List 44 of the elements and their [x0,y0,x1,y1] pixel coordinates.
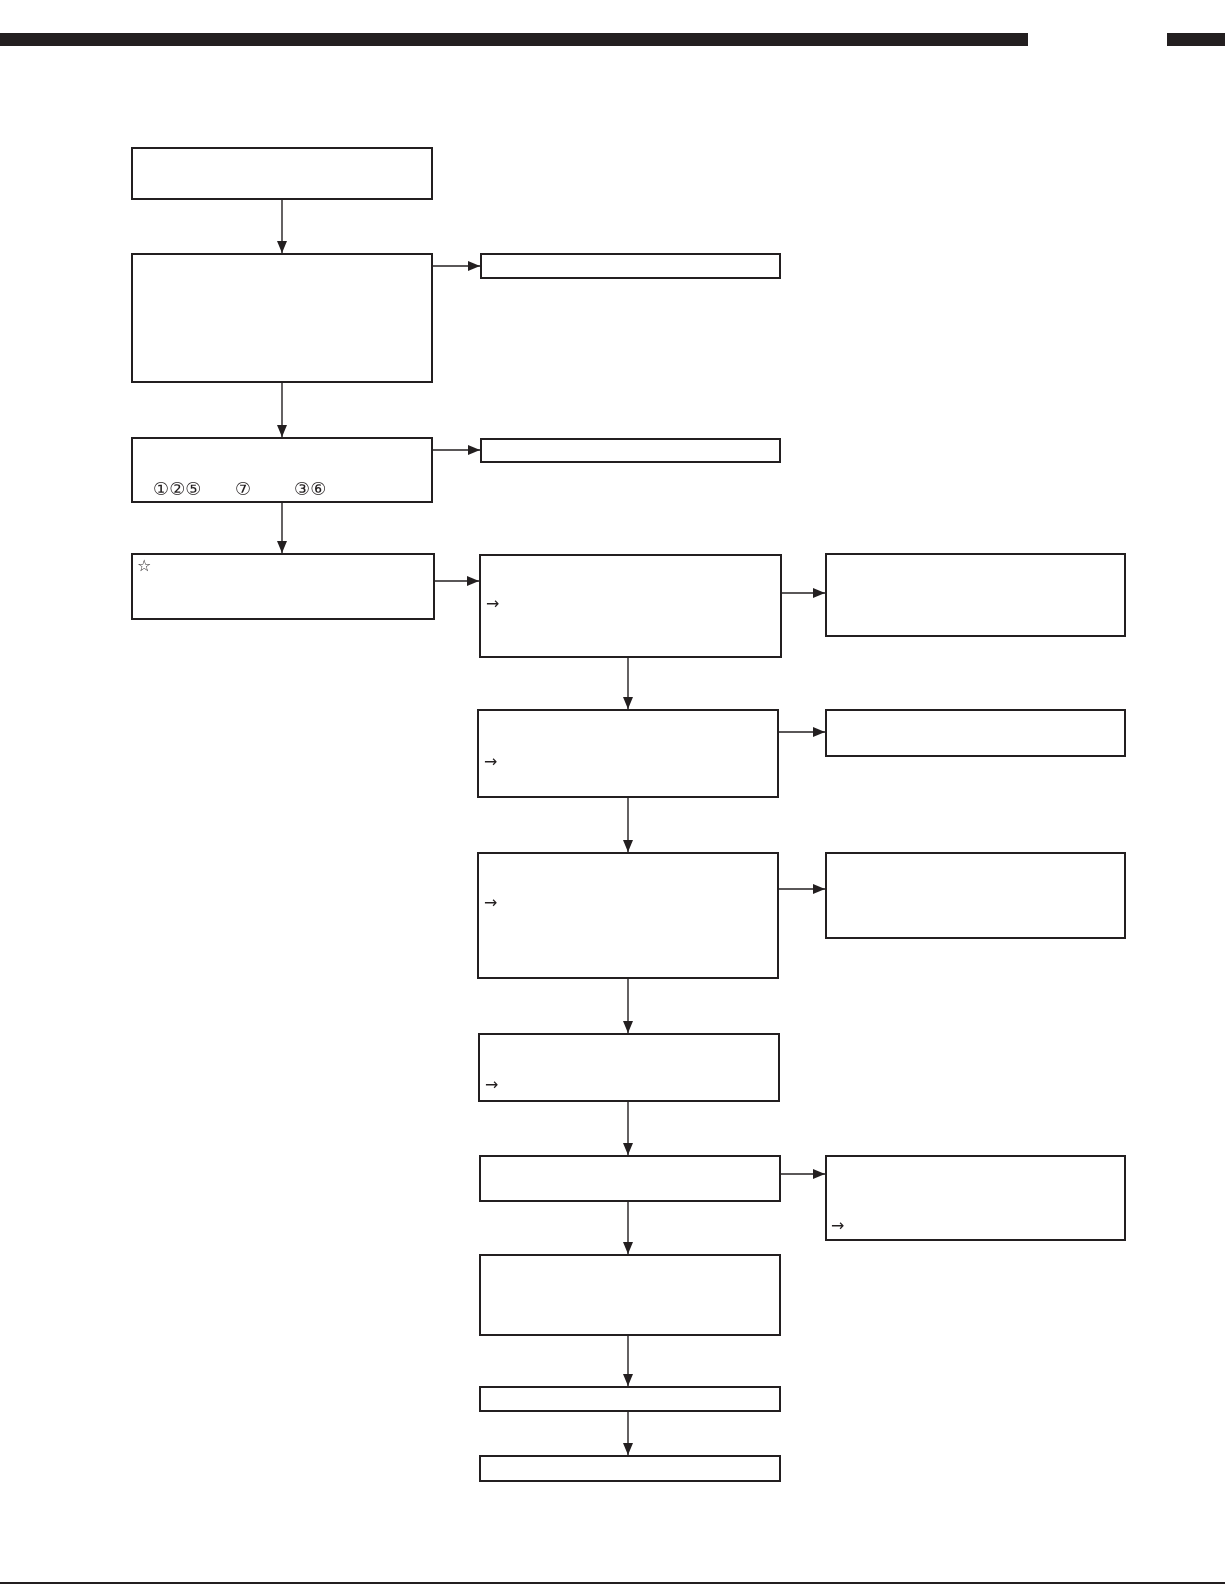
arrow [434,576,480,586]
arrow [432,445,481,455]
process-box [477,852,779,979]
circled-number: ③⑥ [294,479,327,499]
process-box [131,147,433,200]
star-mark: ☆ [137,556,152,576]
process-box [825,1155,1126,1241]
circled-number: ①②⑤ [153,479,202,499]
arrow [432,261,481,271]
arrow [778,884,826,894]
arrow-mark: → [486,594,500,614]
arrow [623,1411,633,1456]
process-box [131,553,435,620]
arrow [277,502,287,554]
arrow [277,199,287,254]
arrow [623,797,633,853]
process-box [825,709,1126,757]
arrow [623,978,633,1034]
arrow [778,727,826,737]
arrow-mark: → [484,752,498,772]
process-box [480,253,781,279]
arrow [623,1335,633,1387]
process-box [825,553,1126,637]
process-box [478,1033,780,1102]
process-box [479,1455,781,1482]
arrow-mark: → [484,893,498,913]
arrow [623,657,633,710]
arrow [781,588,826,598]
arrow [623,1201,633,1255]
arrow [277,382,287,438]
process-box [131,437,433,503]
arrow-mark: → [831,1216,845,1236]
process-box [479,554,782,658]
arrow-mark: → [485,1075,499,1095]
process-box [479,1254,781,1336]
process-box [477,709,779,798]
arrow [623,1101,633,1156]
process-box [479,1155,781,1202]
circled-number: ⑦ [235,479,252,499]
process-box [480,438,781,463]
process-box [131,253,433,383]
arrow [780,1169,826,1179]
process-box [479,1386,781,1412]
process-box [825,852,1126,939]
